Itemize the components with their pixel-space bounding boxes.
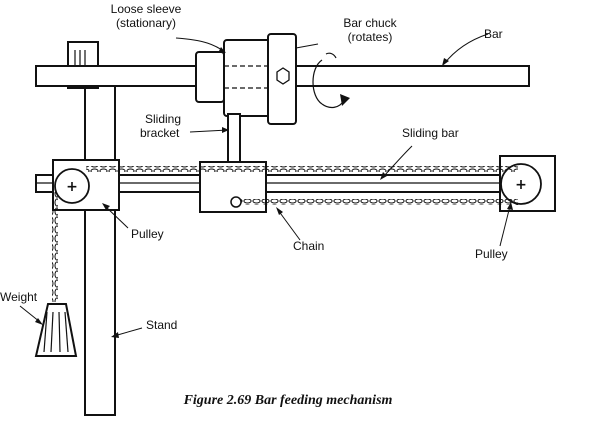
left-pulley-wheel bbox=[54, 168, 90, 204]
sliding-bracket-post bbox=[227, 113, 241, 167]
chain-anchor-pin bbox=[230, 196, 242, 208]
bar-chuck bbox=[267, 33, 297, 125]
label-loose-sleeve-note: (stationary) bbox=[116, 16, 176, 30]
svg-text:+: + bbox=[66, 179, 78, 195]
label-chain: Chain bbox=[293, 239, 324, 253]
svg-text:+: + bbox=[515, 177, 527, 193]
chain-vertical-run bbox=[52, 192, 58, 302]
right-pulley-wheel bbox=[500, 163, 542, 205]
figure-caption: Figure 2.69 Bar feeding mechanism bbox=[183, 393, 393, 408]
weight bbox=[34, 303, 78, 357]
rotation-arrow-icon bbox=[312, 52, 350, 109]
loose-sleeve bbox=[195, 39, 273, 117]
label-loose-sleeve: Loose sleeve bbox=[111, 2, 182, 16]
chain-lower-run bbox=[238, 199, 518, 205]
leader-lines bbox=[19, 33, 513, 338]
chain bbox=[52, 166, 518, 302]
label-stand: Stand bbox=[146, 318, 177, 332]
label-bar-chuck-note: (rotates) bbox=[348, 30, 393, 44]
label-sliding-bar: Sliding bar bbox=[402, 126, 459, 140]
chain-top-run bbox=[86, 166, 518, 172]
stand-column bbox=[84, 84, 116, 416]
label-bracket: bracket bbox=[140, 126, 180, 140]
label-sliding: Sliding bbox=[145, 112, 181, 126]
label-pulley-left: Pulley bbox=[131, 227, 164, 241]
hex-nut-icon bbox=[276, 67, 290, 85]
label-pulley-right: Pulley bbox=[475, 247, 508, 261]
label-bar: Bar bbox=[484, 27, 503, 41]
label-weight: Weight bbox=[0, 290, 38, 304]
label-bar-chuck: Bar chuck bbox=[343, 16, 397, 30]
